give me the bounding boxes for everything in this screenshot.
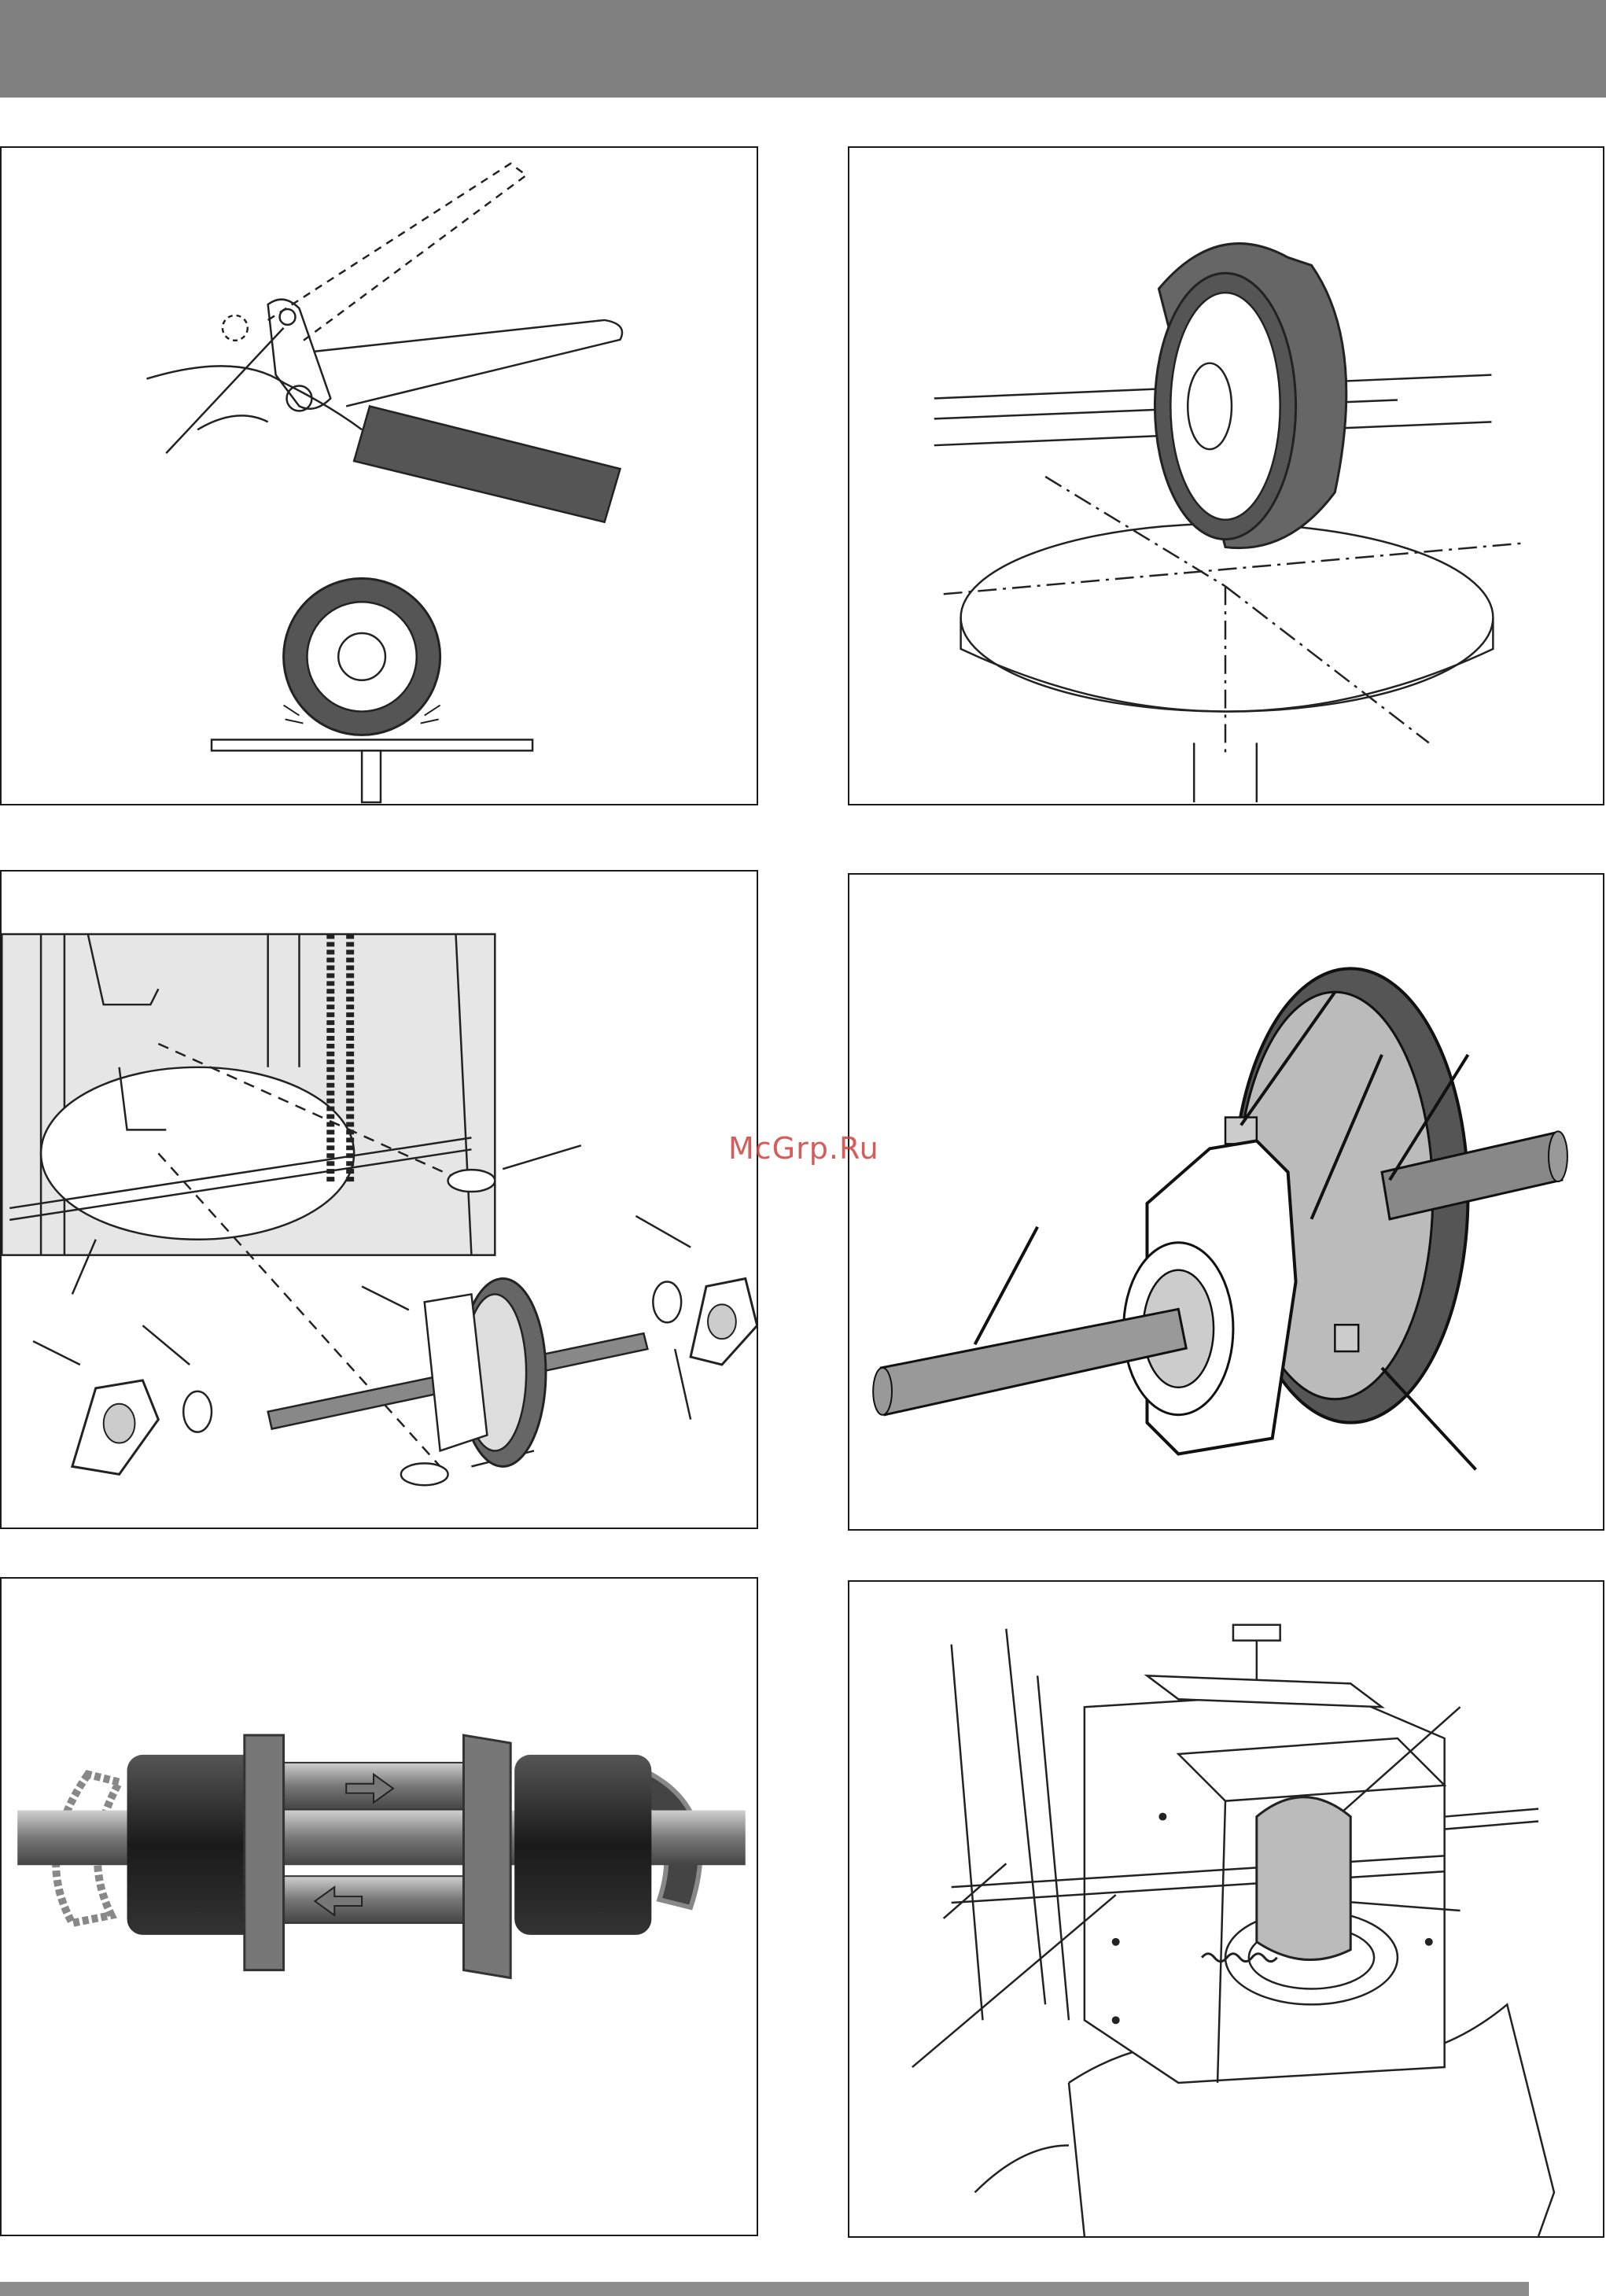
figure-shaft-coupling [0,1577,758,2236]
wheel-on-axle-icon [849,148,1603,804]
header-bar [0,0,1606,98]
footer-bar [0,2282,1529,2296]
figure-wheel-on-axle [848,146,1604,805]
shaft-coupling-icon [2,1579,757,2235]
gearbox-housing-icon [849,1582,1603,2236]
figure-gearbox-housing [848,1580,1604,2238]
figure-wheel-hub [848,873,1604,1531]
figure-lever-grip [0,146,758,805]
exploded-axle-icon [2,872,757,1528]
figure-exploded-axle [0,870,758,1529]
wheel-hub-icon [849,875,1603,1529]
lever-grip-and-wheel-icon [2,148,757,804]
watermark-text: McGrp.Ru [728,1131,879,1166]
